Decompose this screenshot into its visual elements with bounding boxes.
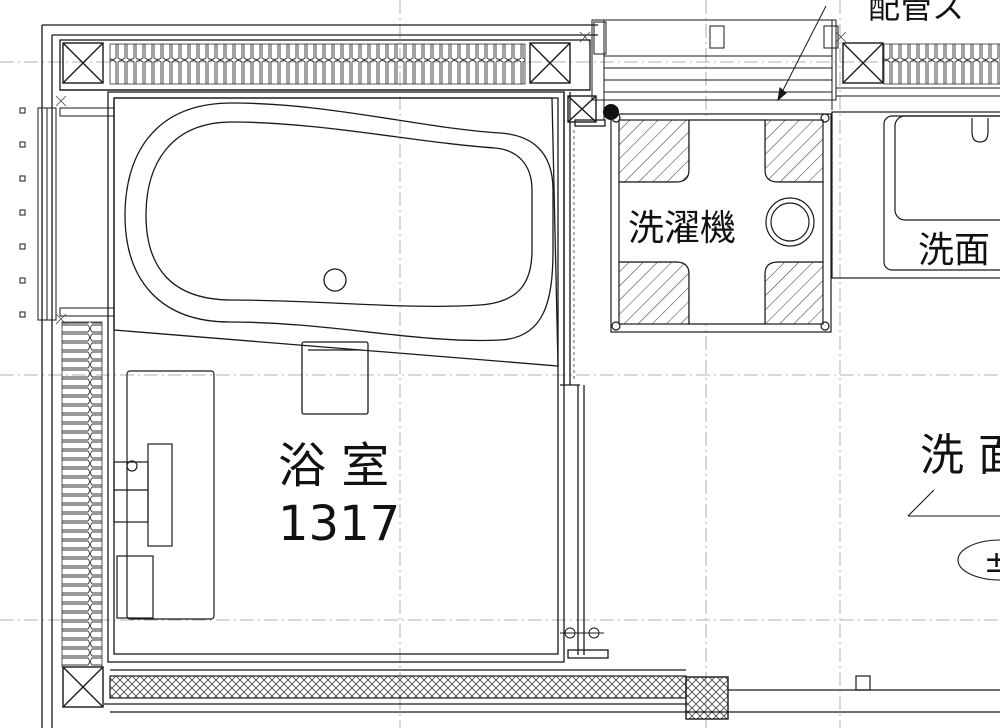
bath-counter [113, 370, 215, 620]
washroom-label: 洗 面 [920, 430, 1000, 481]
level-mark [907, 489, 1000, 581]
pipe-leader [777, 5, 827, 102]
level-badge: ± [984, 545, 1000, 580]
bathroom-code: 1317 [278, 496, 400, 552]
bath-stool [301, 341, 369, 415]
pipe-shaft [591, 19, 1000, 120]
washbasin [831, 111, 1000, 279]
washing-machine-label: 洗濯機 [628, 208, 736, 249]
door-hardware [560, 627, 604, 639]
top-insulation [109, 43, 526, 85]
bottom-wall [104, 669, 1000, 713]
washbasin-label: 洗面 [918, 230, 990, 271]
bathtub [113, 97, 559, 367]
left-window [19, 107, 115, 321]
pipe-marker-dot [603, 104, 619, 120]
pipe-space-label: 配管ス [868, 0, 964, 26]
left-insulation [61, 321, 103, 668]
top-right-insulation [883, 43, 1000, 85]
corner-markers [55, 31, 847, 325]
outer-walls [41, 24, 598, 728]
bathroom-label: 浴 室 [278, 438, 389, 494]
bathroom-room [107, 91, 609, 663]
washing-machine [610, 113, 832, 333]
